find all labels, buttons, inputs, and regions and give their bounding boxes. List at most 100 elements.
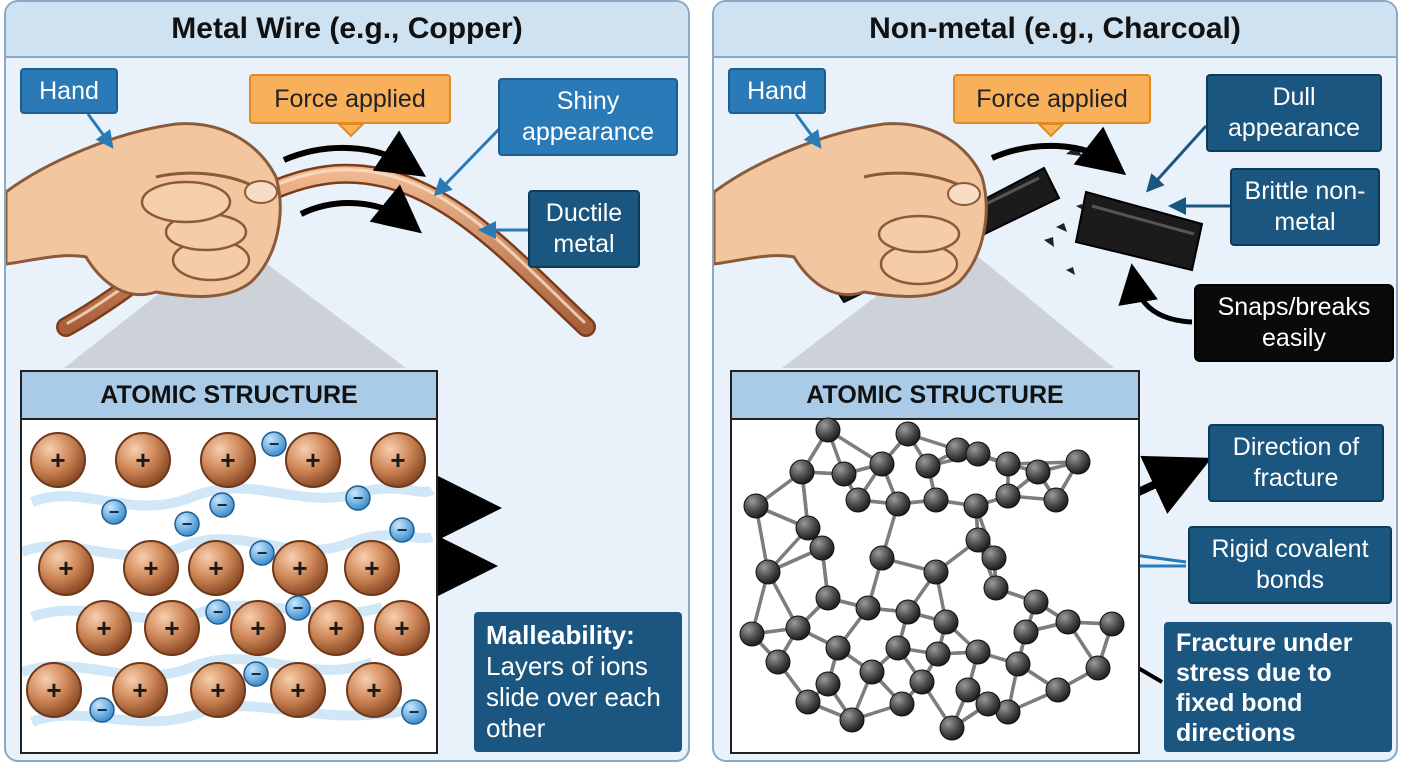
carbon-atom <box>995 451 1021 477</box>
metal-structure-title: ATOMIC STRUCTURE <box>22 372 436 420</box>
force-arrow <box>990 126 1127 176</box>
carbon-atom <box>965 527 991 553</box>
carbon-atom <box>1065 449 1091 475</box>
metal-ion <box>230 600 286 656</box>
carbon-atom <box>933 609 959 635</box>
ion-charge-label: + <box>210 675 225 705</box>
carbon-network <box>739 417 1125 741</box>
snaps-pointer-arrow <box>1118 263 1193 325</box>
electron-charge-label: − <box>217 495 228 515</box>
carbon-atom <box>815 417 841 443</box>
carbon-atom <box>923 487 949 513</box>
electron-sea <box>30 483 435 511</box>
electron-sea <box>22 654 374 681</box>
carbon-atom <box>909 669 935 695</box>
electron-charge-label: − <box>293 598 304 618</box>
electron <box>89 697 115 723</box>
electron <box>174 511 200 537</box>
carbon-atom <box>1099 611 1125 637</box>
ion-charge-label: + <box>292 553 307 583</box>
hand-label: Hand <box>20 68 118 114</box>
snaps-breaks-label: Snaps/breaks easily <box>1194 284 1394 362</box>
force-applied-label: Force applied <box>249 74 451 124</box>
shiny-appearance-label: Shiny appearance <box>498 78 678 156</box>
ion-charge-label: + <box>364 553 379 583</box>
carbon-atom <box>845 487 871 513</box>
carbon-atom <box>885 491 911 517</box>
force-arrow-upper <box>282 130 427 177</box>
carbon-atom <box>895 599 921 625</box>
ductile-metal-label: Ductile metal <box>528 190 640 268</box>
force-callout-tail <box>336 123 366 138</box>
metal-ion <box>346 662 402 718</box>
carbon-atom <box>815 585 841 611</box>
metal-ion <box>123 540 179 596</box>
electron-charge-label: − <box>269 434 280 454</box>
ion-charge-label: + <box>135 445 150 475</box>
electron-charge-label: − <box>97 700 108 720</box>
carbon-atom <box>839 707 865 733</box>
metal-ion <box>144 600 200 656</box>
ion-charge-label: + <box>290 675 305 705</box>
metal-ion <box>308 600 364 656</box>
carbon-atom <box>1023 589 1049 615</box>
electron-charge-label: − <box>251 664 262 684</box>
metal-ion <box>188 540 244 596</box>
metal-ion <box>272 540 328 596</box>
carbon-atom <box>965 639 991 665</box>
carbon-atom <box>955 677 981 703</box>
ion-charge-label: + <box>132 675 147 705</box>
carbon-atom <box>765 649 791 675</box>
force-applied-label: Force applied <box>953 74 1151 124</box>
carbon-atom <box>895 421 921 447</box>
carbon-atom <box>1013 619 1039 645</box>
metal-structure-box: ATOMIC STRUCTURE ++++++++++++++++++++−−−… <box>20 370 438 754</box>
ion-charge-label: + <box>96 613 111 643</box>
malleability-box: Malleability: Layers of ions slide over … <box>474 612 682 752</box>
carbon-atom <box>825 635 851 661</box>
metal-illustration <box>6 113 596 658</box>
shiny-pointer-arrow <box>433 122 506 197</box>
ion-charge-label: + <box>366 675 381 705</box>
electron <box>101 499 127 525</box>
rigid-covalent-bonds-label: Rigid covalent bonds <box>1188 526 1392 604</box>
force-callout-tail <box>1036 123 1066 138</box>
carbon-atom <box>995 483 1021 509</box>
metal-ion <box>38 540 94 596</box>
ion-charge-label: + <box>328 613 343 643</box>
electron-charge-label: − <box>213 602 224 622</box>
electron <box>285 595 311 621</box>
metal-panel-title: Metal Wire (e.g., Copper) <box>6 2 688 58</box>
ion-charge-label: + <box>394 613 409 643</box>
electron-charge-label: − <box>109 502 120 522</box>
carbon-atom <box>981 545 1007 571</box>
metal-panel: Metal Wire (e.g., Copper) <box>4 0 690 762</box>
ion-charge-label: + <box>164 613 179 643</box>
metal-ion <box>344 540 400 596</box>
metal-ion <box>200 432 256 488</box>
ion-charge-label: + <box>305 445 320 475</box>
electron-charge-label: − <box>257 543 268 563</box>
electron <box>345 485 371 511</box>
electron <box>209 492 235 518</box>
carbon-atom <box>965 441 991 467</box>
dull-pointer-arrow <box>1145 124 1208 193</box>
nonmetal-panel: Non-metal (e.g., Charcoal) <box>712 0 1398 762</box>
carbon-atom <box>915 453 941 479</box>
hand-illustration <box>714 122 988 298</box>
metal-ion <box>76 600 132 656</box>
ion-charge-label: + <box>250 613 265 643</box>
ion-charge-label: + <box>390 445 405 475</box>
carbon-atom <box>1045 677 1071 703</box>
carbon-atom <box>789 459 815 485</box>
carbon-atom <box>925 641 951 667</box>
carbon-atom <box>1005 651 1031 677</box>
electron-charge-label: − <box>397 520 408 540</box>
carbon-atom <box>809 535 835 561</box>
carbon-atom <box>795 689 821 715</box>
metal-ion <box>270 662 326 718</box>
ion-charge-label: + <box>58 553 73 583</box>
fracture-explanation-box: Fracture under stress due to fixed bond … <box>1164 622 1392 752</box>
electron-charge-label: − <box>409 702 420 722</box>
electron <box>389 517 415 543</box>
